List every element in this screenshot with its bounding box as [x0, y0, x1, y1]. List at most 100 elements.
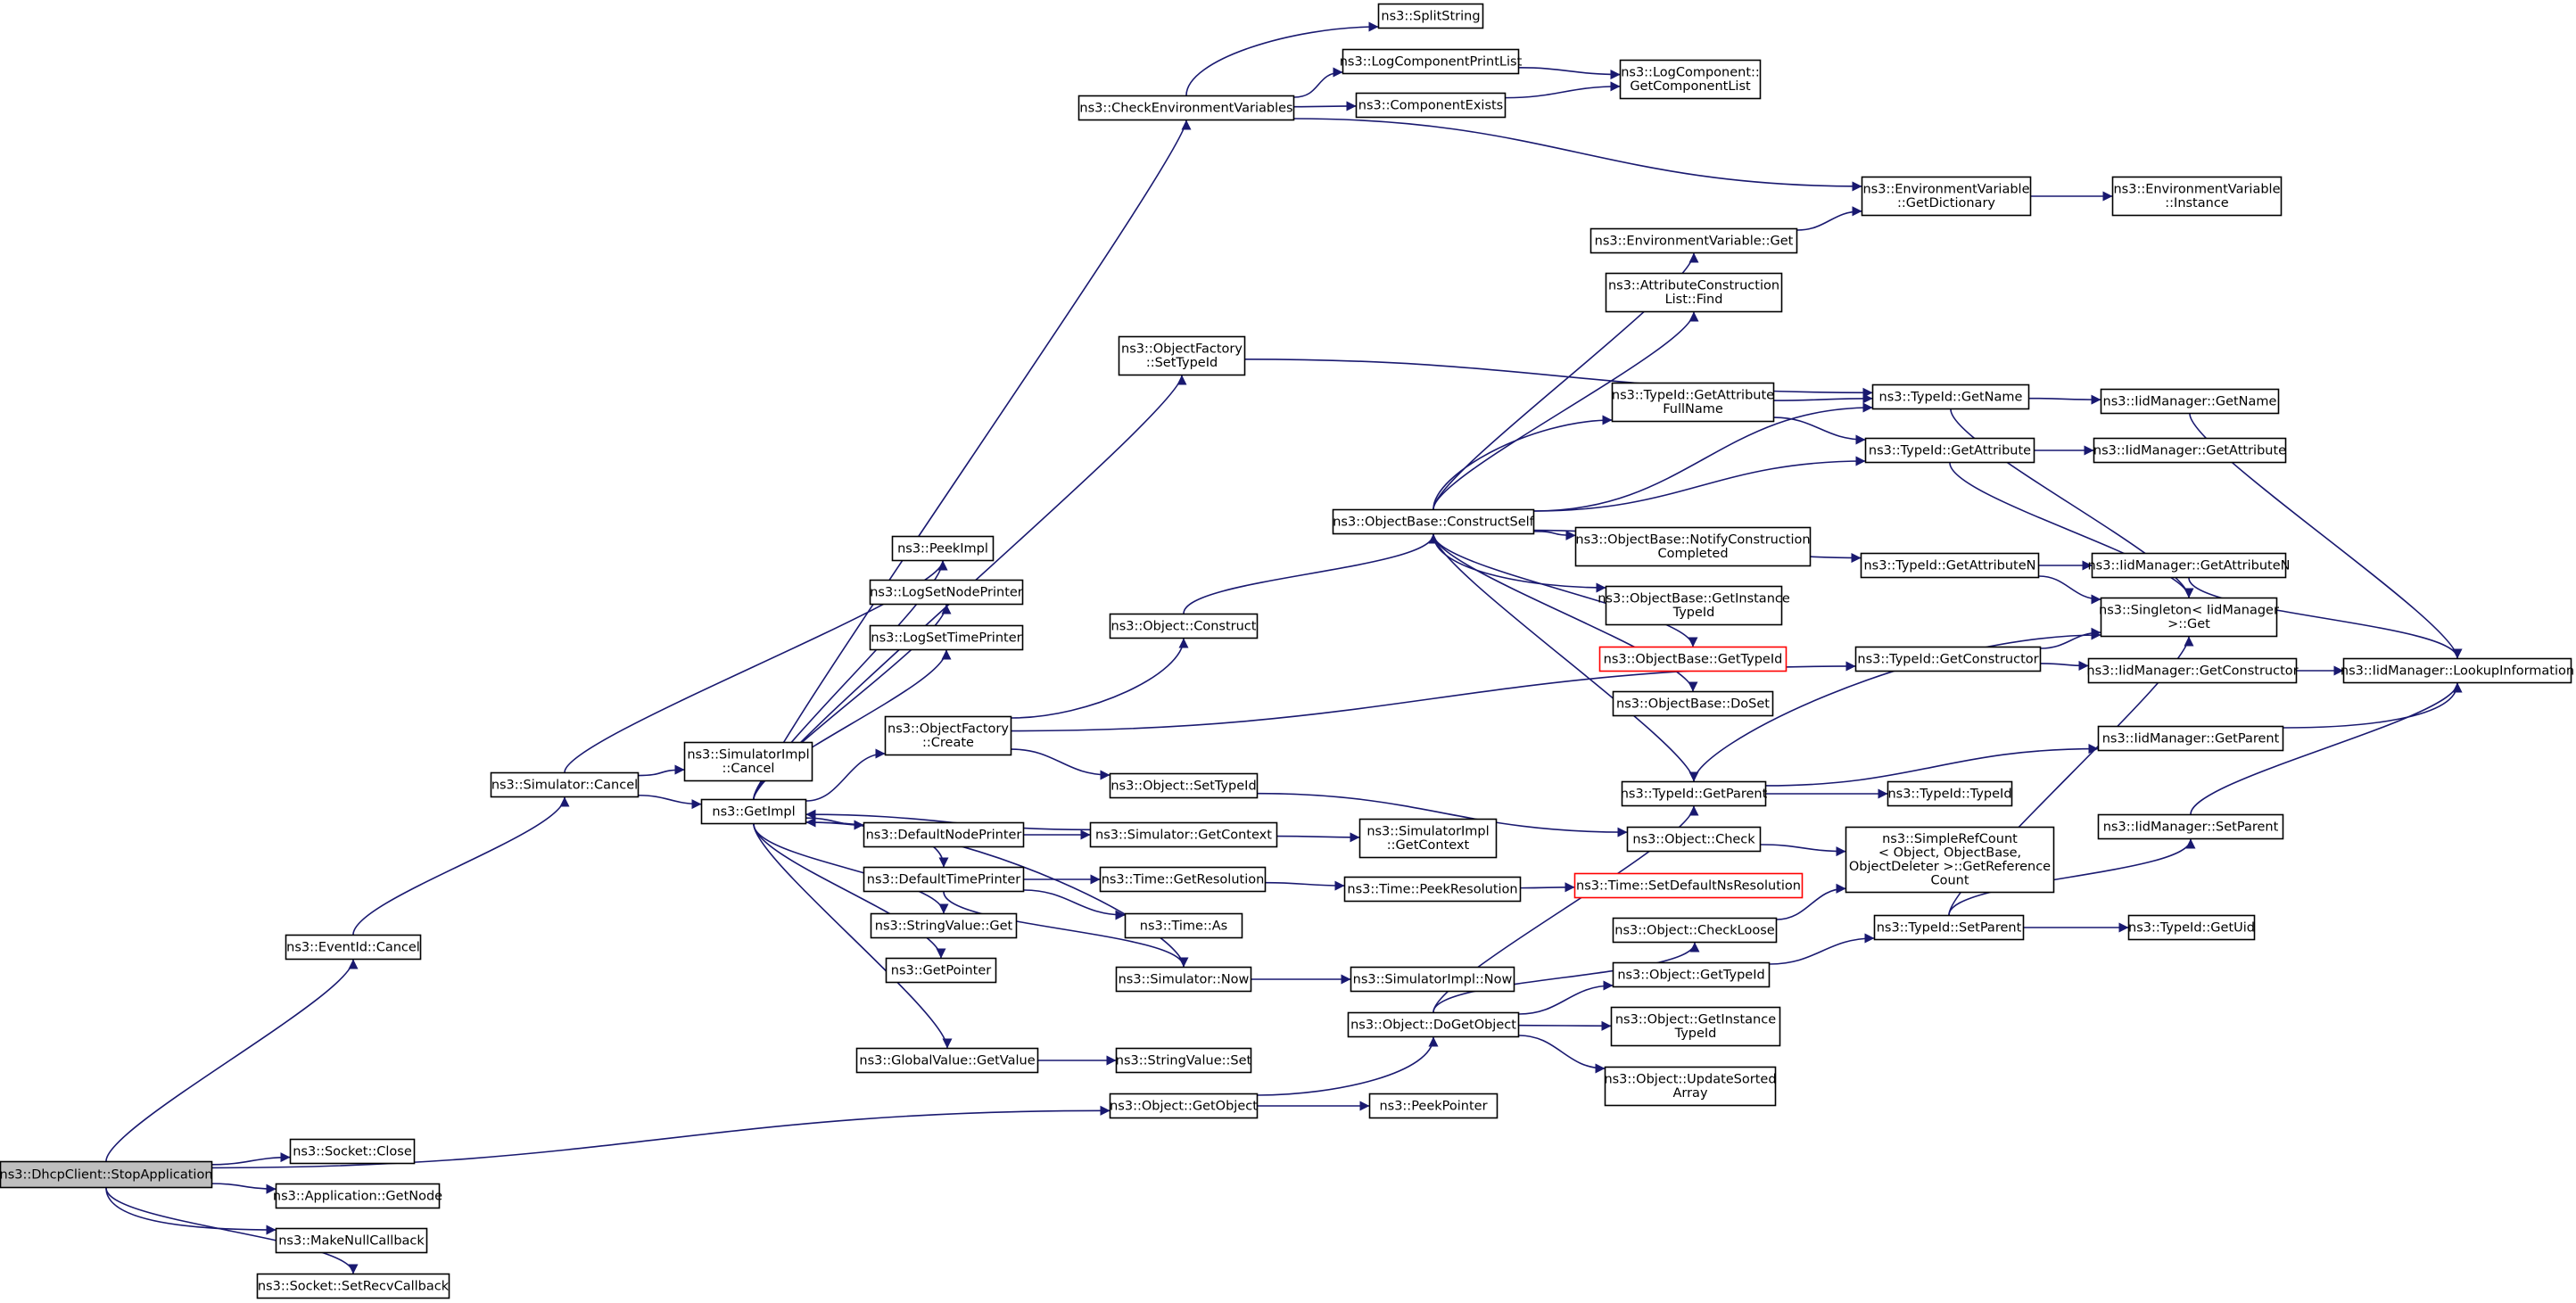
node-box[interactable] [256, 1273, 450, 1299]
node-typeid-getuid[interactable]: ns3::TypeId::GetUid [2127, 914, 2256, 941]
node-getpointer[interactable]: ns3::GetPointer [885, 957, 997, 984]
node-box[interactable] [1610, 1006, 1781, 1047]
node-typeid-getparent[interactable]: ns3::TypeId::GetParent [1621, 780, 1768, 807]
node-sim-getcontext[interactable]: ns3::Simulator::GetContext [1089, 821, 1278, 848]
node-box[interactable] [2093, 437, 2287, 464]
node-box[interactable] [1343, 876, 1522, 903]
node-object-construct[interactable]: ns3::Object::Construct [1109, 613, 1259, 639]
node-box[interactable] [1626, 826, 1762, 853]
node-typeid-typeid[interactable]: ns3::TypeId::TypeId [1887, 780, 2013, 807]
node-simplerefcount[interactable]: ns3::SimpleRefCount< Object, ObjectBase,… [1845, 826, 2055, 894]
node-box[interactable] [1621, 780, 1767, 807]
node-box[interactable] [1612, 961, 1771, 988]
node-box[interactable] [1873, 914, 2025, 941]
node-box[interactable] [1860, 552, 2040, 579]
node-box[interactable] [1845, 826, 2055, 894]
node-box[interactable] [2091, 552, 2287, 579]
node-box[interactable] [1358, 818, 1498, 859]
node-logcomp-getlist[interactable]: ns3::LogComponent::GetComponentList [1619, 59, 1762, 100]
node-box[interactable] [1598, 646, 1788, 672]
node-object-check[interactable]: ns3::Object::Check [1626, 826, 1762, 853]
node-box[interactable] [1109, 1093, 1259, 1119]
node-box[interactable] [855, 1047, 1039, 1074]
node-box[interactable] [2342, 657, 2572, 684]
node-box[interactable] [891, 535, 995, 562]
node-time-as[interactable]: ns3::Time::As [1124, 912, 1243, 939]
node-envvar-instance[interactable]: ns3::EnvironmentVariable::Instance [2111, 176, 2283, 217]
node-box[interactable] [1124, 912, 1243, 939]
node-objbase-doset[interactable]: ns3::ObjectBase::DoSet [1612, 690, 1774, 717]
node-iid-setparent[interactable]: ns3::IidManager::SetParent [2097, 813, 2284, 840]
node-typeid-getname[interactable]: ns3::TypeId::GetName [1871, 383, 2030, 410]
node-box[interactable] [2100, 597, 2278, 638]
node-box[interactable] [2111, 176, 2283, 217]
node-box[interactable] [1871, 383, 2030, 410]
node-iid-getconstructor[interactable]: ns3::IidManager::GetConstructor [2086, 657, 2299, 684]
node-box[interactable] [2100, 388, 2280, 415]
node-typeid-getattrn[interactable]: ns3::TypeId::GetAttributeN [1860, 552, 2040, 579]
node-deftimeprinter[interactable]: ns3::DefaultTimePrinter [863, 866, 1025, 893]
node-typeid-getconstructor[interactable]: ns3::TypeId::GetConstructor [1854, 646, 2042, 672]
node-box[interactable] [1099, 866, 1267, 893]
node-logcompprint[interactable]: ns3::LogComponentPrintList [1340, 48, 1523, 75]
node-box[interactable] [490, 771, 640, 798]
node-splitstring[interactable]: ns3::SplitString [1377, 3, 1484, 29]
node-box[interactable] [2097, 813, 2284, 840]
node-box[interactable] [1077, 95, 1295, 121]
node-box[interactable] [1605, 585, 1783, 626]
node-app-getnode[interactable]: ns3::Application::GetNode [273, 1183, 442, 1209]
node-objbase-notify[interactable]: ns3::ObjectBase::NotifyConstructionCompl… [1574, 526, 1812, 567]
node-peekimpl[interactable]: ns3::PeekImpl [891, 535, 995, 562]
node-iid-getattr[interactable]: ns3::IidManager::GetAttribute [2093, 437, 2287, 464]
node-objbase-constructself[interactable]: ns3::ObjectBase::ConstructSelf [1332, 508, 1535, 535]
node-objbase-gettypeid[interactable]: ns3::ObjectBase::GetTypeId [1598, 646, 1788, 672]
node-iid-getattrn[interactable]: ns3::IidManager::GetAttributeN [2087, 552, 2291, 579]
node-eventid-cancel[interactable]: ns3::EventId::Cancel [285, 934, 422, 961]
node-socket-setrecv[interactable]: ns3::Socket::SetRecvCallback [256, 1273, 450, 1299]
node-compexists[interactable]: ns3::ComponentExists [1355, 92, 1507, 119]
node-box[interactable] [1347, 1011, 1520, 1038]
node-iid-lookup[interactable]: ns3::IidManager::LookupInformation [2341, 657, 2574, 684]
node-typeid-getattr[interactable]: ns3::TypeId::GetAttribute [1864, 437, 2035, 464]
node-box[interactable] [1604, 1066, 1777, 1107]
node-objfactory-settypeid[interactable]: ns3::ObjectFactory::SetTypeId [1118, 335, 1246, 376]
node-logsetnode[interactable]: ns3::LogSetNodePrinter [869, 579, 1024, 606]
node-object-dogetobject[interactable]: ns3::Object::DoGetObject [1347, 1011, 1520, 1038]
node-box[interactable] [884, 715, 1012, 756]
node-object-gettypeid[interactable]: ns3::Object::GetTypeId [1612, 961, 1771, 988]
node-sim-cancel[interactable]: ns3::Simulator::Cancel [490, 771, 640, 798]
node-envvar-getdict[interactable]: ns3::EnvironmentVariable::GetDictionary [1861, 176, 2032, 217]
node-box[interactable] [1118, 335, 1246, 376]
node-box[interactable] [285, 934, 422, 961]
node-object-settypeid[interactable]: ns3::Object::SetTypeId [1109, 772, 1259, 799]
node-makenullcb[interactable]: ns3::MakeNullCallback [275, 1227, 428, 1254]
node-iid-getname[interactable]: ns3::IidManager::GetName [2100, 388, 2280, 415]
node-box[interactable] [863, 821, 1025, 848]
node-box[interactable] [1342, 48, 1520, 75]
node-box[interactable] [1605, 272, 1783, 313]
node-box[interactable] [1089, 821, 1278, 848]
node-box[interactable] [1589, 227, 1798, 254]
node-dhcp-stop[interactable]: ns3::DhcpClient::StopApplication [0, 1160, 213, 1189]
node-socket-close[interactable]: ns3::Socket::Close [289, 1138, 416, 1165]
node-object-checkloose[interactable]: ns3::Object::CheckLoose [1612, 917, 1778, 944]
node-singleton-get[interactable]: ns3::Singleton< IidManager >::Get [2099, 597, 2279, 638]
node-stringvalue-get[interactable]: ns3::StringValue::Get [870, 912, 1018, 939]
node-box[interactable] [2097, 725, 2284, 752]
node-box[interactable] [1332, 508, 1535, 535]
node-box[interactable] [1350, 966, 1515, 993]
node-box[interactable] [863, 866, 1025, 893]
node-box[interactable] [1115, 966, 1252, 993]
node-getimpl[interactable]: ns3::GetImpl [700, 798, 807, 825]
node-box[interactable] [885, 957, 997, 984]
node-typeid-setparent[interactable]: ns3::TypeId::SetParent [1873, 914, 2025, 941]
node-box[interactable] [1115, 1047, 1252, 1074]
node-box[interactable] [683, 741, 813, 782]
node-iid-getparent[interactable]: ns3::IidManager::GetParent [2097, 725, 2284, 752]
node-box[interactable] [2127, 914, 2256, 941]
node-sim-now[interactable]: ns3::Simulator::Now [1115, 966, 1252, 993]
